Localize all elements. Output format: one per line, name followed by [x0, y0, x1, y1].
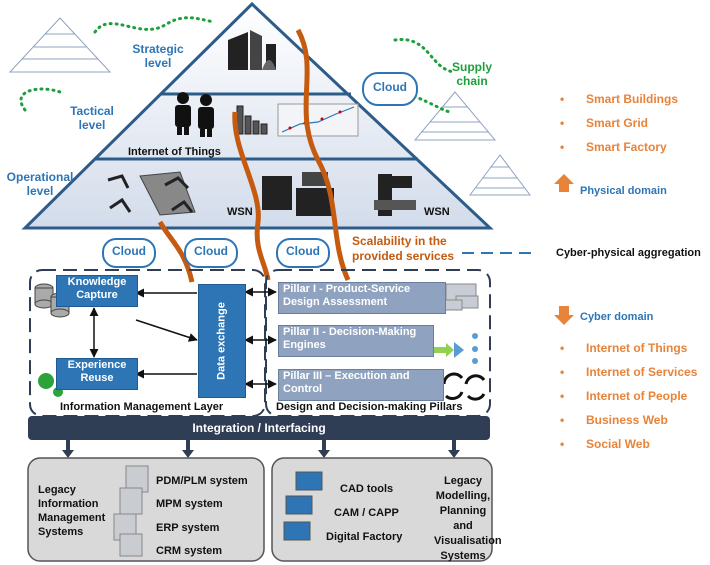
cloud-label-top: Cloud — [373, 80, 407, 94]
integration-label: Integration / Interfacing — [192, 421, 326, 435]
data-exchange-box: Data exchange — [198, 284, 246, 398]
cloud-label-1: Cloud — [112, 244, 146, 258]
bar-chart-icon — [236, 105, 268, 135]
cyber-domain-list: •Internet of Things •Internet of Service… — [560, 341, 697, 461]
info-layer-caption: Information Management Layer — [60, 401, 224, 413]
cyber-physical-label: Cyber-physical aggregation — [556, 247, 701, 259]
workers-icon — [175, 92, 214, 137]
physical-domain-title: Physical domain — [580, 185, 667, 197]
right-mini-pyramid-2 — [469, 154, 531, 196]
wsn-left-label: WSN — [227, 206, 253, 218]
factory-icon — [228, 30, 276, 70]
data-exchange-label: Data exchange — [215, 302, 228, 380]
legacy-left-panel — [27, 457, 265, 562]
operational-level-label: Operational level — [6, 170, 74, 198]
pillar-3-box: Pillar III – Execution and Control — [278, 369, 444, 401]
physical-item-1: •Smart Grid — [560, 116, 649, 130]
scalability-label: Scalability in the provided services — [352, 234, 455, 263]
internal-arrows — [89, 287, 277, 389]
legacy-tool-2: Digital Factory — [326, 531, 403, 543]
server-icons — [113, 465, 149, 557]
knowledge-capture-box: Knowledge Capture — [56, 275, 138, 307]
robot-arms-conveyor-icon — [107, 171, 196, 216]
scalability-curves — [157, 28, 351, 283]
legacy-system-0: PDM/PLM system — [156, 475, 248, 487]
legacy-tool-0: CAD tools — [340, 483, 394, 495]
cloud-icon-1 — [102, 238, 156, 268]
tactical-level-label: Tactical level — [70, 104, 114, 132]
decision-engine-icon — [432, 333, 478, 364]
iot-pyramid-label: Internet of Things — [128, 146, 221, 158]
monitor-icons — [283, 471, 323, 541]
physical-domain-arrow-icon — [554, 174, 574, 184]
wsn-right-label: WSN — [424, 206, 450, 218]
cloud-icon-top — [362, 72, 418, 106]
cyber-item-3: •Business Web — [560, 413, 668, 427]
legacy-right-panel — [271, 457, 493, 562]
execution-cycle-icon — [442, 372, 486, 401]
right-mini-pyramid-1 — [413, 91, 497, 141]
integration-down-arrows — [62, 440, 460, 458]
experience-reuse-box: Experience Reuse — [56, 358, 138, 390]
cyber-domain-arrow-icon — [554, 315, 574, 325]
cyber-domain-title: Cyber domain — [580, 311, 654, 323]
cyber-item-4: •Social Web — [560, 437, 650, 451]
pillar-2-box: Pillar II - Decision-Making Engines — [278, 325, 434, 357]
physical-domain-list: •Smart Buildings •Smart Grid •Smart Fact… — [560, 92, 678, 164]
cloud-label-2: Cloud — [194, 244, 228, 258]
legacy-left-title: Legacy Information Management Systems — [38, 484, 106, 538]
physical-item-2: •Smart Factory — [560, 140, 667, 154]
physical-domain-arrow-stem — [559, 183, 569, 192]
cyber-item-2: •Internet of People — [560, 389, 688, 403]
pillars-caption: Design and Decision-making Pillars — [276, 401, 463, 413]
integration-bar — [28, 416, 490, 440]
pillar-1-box: Pillar I - Product-Service Design Assess… — [278, 282, 446, 314]
legacy-system-3: CRM system — [156, 545, 223, 557]
cyber-item-1: •Internet of Services — [560, 365, 698, 379]
cloud-icon-3 — [276, 238, 330, 268]
scatter-plot-icon — [277, 103, 359, 137]
cyber-item-0: •Internet of Things — [560, 341, 688, 355]
left-mini-pyramid — [8, 17, 112, 73]
supply-chain-label: Supply chain — [451, 60, 492, 88]
cloud-icon-2 — [184, 238, 238, 268]
legacy-right-title: Legacy Modelling, Planning and Visualisa… — [434, 475, 502, 562]
design-assessment-icon — [441, 283, 479, 311]
physical-item-0: •Smart Buildings — [560, 92, 679, 106]
milling-machine-icon — [374, 174, 416, 216]
legacy-tool-1: CAM / CAPP — [334, 507, 399, 519]
cloud-label-3: Cloud — [286, 244, 320, 258]
machine-tool-icon — [262, 172, 334, 216]
legacy-system-1: MPM system — [156, 498, 223, 510]
strategic-level-label: Strategic level — [132, 42, 184, 70]
legacy-system-2: ERP system — [156, 522, 220, 534]
cyber-domain-arrow-stem — [559, 306, 569, 315]
